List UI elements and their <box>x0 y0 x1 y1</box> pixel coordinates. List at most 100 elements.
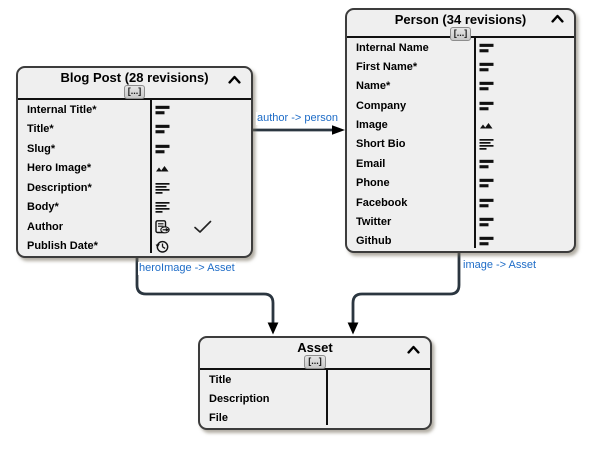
arrowhead-icon <box>332 125 345 135</box>
connector-label-heroimage-asset: heroImage -> Asset <box>138 262 236 276</box>
short-text-icon <box>479 62 494 72</box>
field-label: Author <box>27 220 64 233</box>
field-label: Description <box>209 392 270 405</box>
field-type-cell <box>474 176 494 190</box>
field-label: Internal Name <box>356 41 429 54</box>
short-text-icon <box>155 105 170 115</box>
field-label: Email <box>356 157 386 170</box>
connector-label-image-asset: image -> Asset <box>462 259 538 273</box>
field-label: Slug* <box>27 142 56 155</box>
entity-blog-post[interactable]: Blog Post (28 revisions)[...] Internal Ti… <box>16 66 253 258</box>
entity-menu-button[interactable]: [...] <box>304 355 326 370</box>
field-type-cell <box>150 239 170 253</box>
field-type-cell <box>150 142 170 156</box>
short-text-icon <box>479 178 494 188</box>
entity-menu-button[interactable]: [...] <box>449 27 472 42</box>
field-type-cell <box>150 161 170 175</box>
field-row: Company <box>347 96 574 115</box>
short-text-icon <box>479 82 494 91</box>
short-text-icon <box>479 217 494 227</box>
field-row: Hero Image* <box>18 159 251 179</box>
entity-header: Person (34 revisions)[...] <box>347 10 574 42</box>
image-icon <box>480 123 493 129</box>
field-label: Description* <box>27 181 92 194</box>
field-type-cell <box>150 122 170 136</box>
short-text-icon <box>479 198 494 207</box>
reference-icon <box>155 219 170 234</box>
field-row: Phone <box>347 174 574 193</box>
column-divider <box>474 38 476 248</box>
short-text-icon <box>155 144 170 154</box>
short-text-icon <box>155 125 170 134</box>
short-text-icon <box>479 101 494 111</box>
arrowhead-icon <box>347 322 359 335</box>
field-type-cell <box>474 118 494 132</box>
field-row: Github <box>347 232 574 251</box>
field-type-cell <box>150 103 170 117</box>
field-row: Title <box>200 370 430 389</box>
field-row: Publish Date* <box>18 237 251 257</box>
short-text-icon <box>479 43 494 52</box>
field-label: Publish Date* <box>27 240 98 253</box>
short-text-icon <box>479 237 494 246</box>
long-text-icon <box>155 182 170 194</box>
field-label: Company <box>356 99 407 112</box>
field-row: Email <box>347 154 574 173</box>
checkmark-icon <box>194 220 212 234</box>
entity-menu-button[interactable]: [...] <box>123 85 146 100</box>
field-type-cell <box>150 219 212 234</box>
field-label: Name* <box>356 80 391 93</box>
collapse-chevron-icon[interactable] <box>407 345 420 354</box>
column-divider <box>326 370 328 425</box>
field-type-cell <box>150 181 170 195</box>
field-type-cell <box>474 196 494 210</box>
field-check <box>194 220 212 234</box>
field-label: Hero Image* <box>27 162 92 175</box>
field-row: Facebook <box>347 193 574 212</box>
field-label: Internal Title* <box>27 103 97 116</box>
field-row: Slug* <box>18 139 251 159</box>
entity-header: Blog Post (28 revisions)[...] <box>18 68 251 100</box>
field-label: Facebook <box>356 196 408 209</box>
field-row: Internal Title* <box>18 100 251 120</box>
field-row: Body* <box>18 198 251 218</box>
field-label: Phone <box>356 177 390 190</box>
arrowhead-icon <box>267 322 279 335</box>
field-label: Twitter <box>356 215 392 228</box>
field-type-cell <box>150 200 170 214</box>
field-type-cell <box>474 60 494 74</box>
field-type-cell <box>474 41 494 55</box>
field-label: Title <box>209 373 232 386</box>
long-text-icon <box>479 139 494 151</box>
field-row: Author <box>18 217 251 237</box>
field-label: Image <box>356 119 388 132</box>
field-type-cell <box>474 215 494 229</box>
collapse-chevron-icon[interactable] <box>228 75 241 84</box>
field-type-cell <box>474 137 494 151</box>
field-row: Twitter <box>347 212 574 231</box>
entity-title: Blog Post (28 revisions) <box>60 70 209 85</box>
long-text-icon <box>155 202 170 213</box>
date-icon <box>155 241 169 253</box>
field-row: Name* <box>347 77 574 96</box>
field-row: Description <box>200 389 430 408</box>
field-label: Body* <box>27 201 59 214</box>
column-divider <box>150 100 152 253</box>
field-row: Internal Name <box>347 38 574 57</box>
field-row: Title* <box>18 120 251 140</box>
field-row: Image <box>347 115 574 134</box>
field-type-cell <box>474 79 494 93</box>
collapse-chevron-icon[interactable] <box>551 14 564 23</box>
field-type-cell <box>474 234 494 248</box>
field-type-cell <box>474 99 494 113</box>
field-label: First Name* <box>356 61 418 74</box>
short-text-icon <box>479 159 494 169</box>
image-icon <box>156 166 169 172</box>
entity-title: Person (34 revisions) <box>394 12 527 27</box>
connector-label-author-person: author -> person <box>256 112 340 126</box>
field-type-cell <box>474 157 494 171</box>
connector-line-image-asset <box>351 253 461 323</box>
